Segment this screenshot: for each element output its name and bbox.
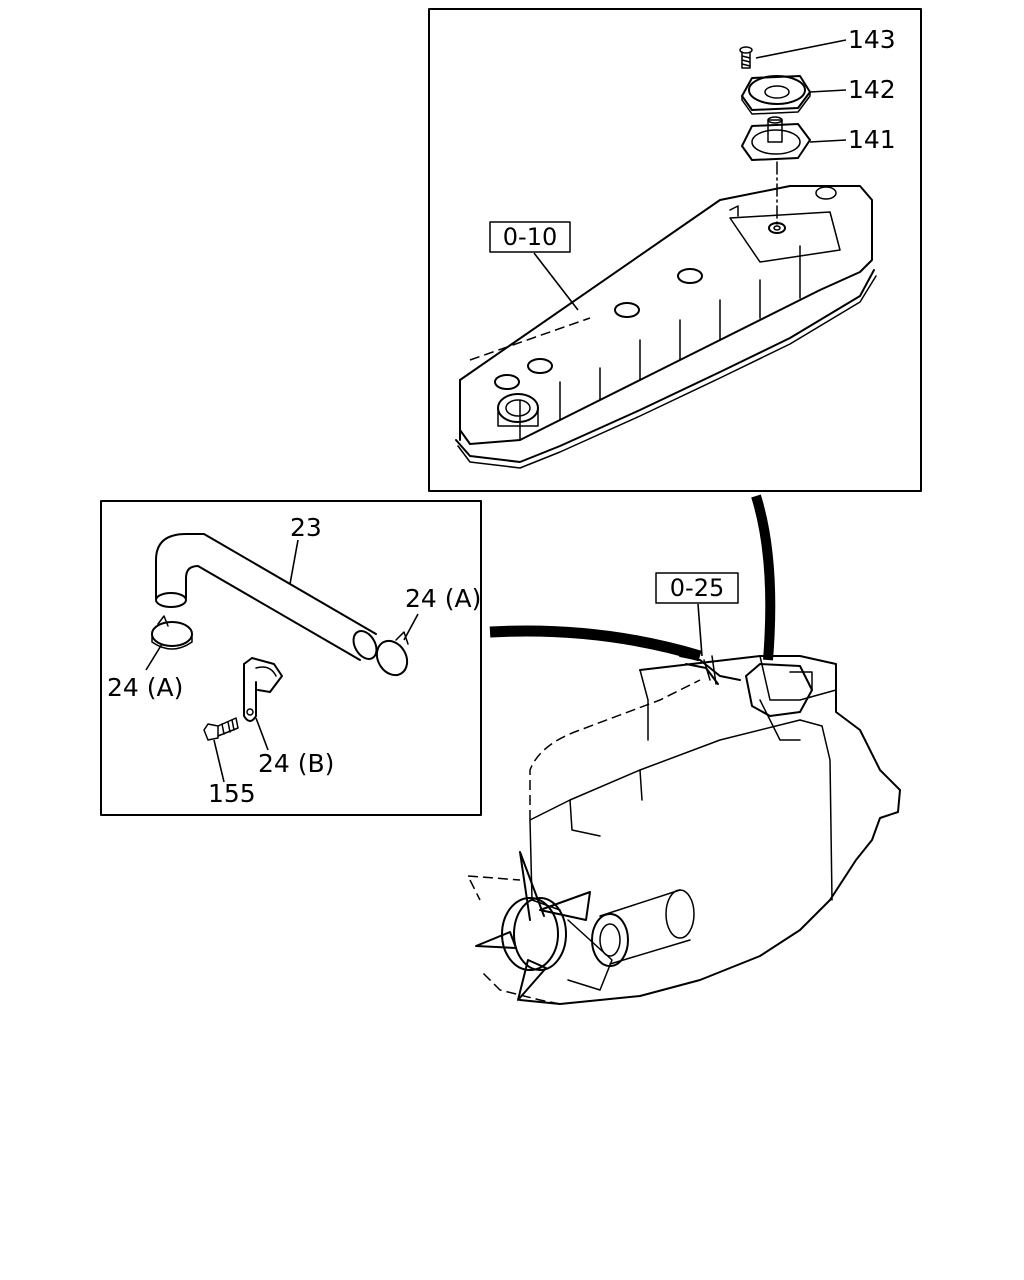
ref-label-engine: 0-25	[670, 574, 724, 602]
ref-box-engine-frame	[655, 572, 739, 604]
head-cover-inset: 0-10 143 142 141	[428, 8, 922, 492]
callout-142: 142	[848, 75, 896, 104]
callout-24a-left: 24 (A)	[107, 673, 183, 702]
bolt-143	[739, 46, 753, 69]
engine-breather	[745, 663, 813, 717]
leader-143	[755, 39, 847, 59]
callout-143: 143	[848, 25, 896, 54]
clamp-24a-left	[151, 615, 193, 650]
head-cover	[455, 185, 877, 469]
leader-155	[213, 739, 225, 783]
indicator-arrow-left	[489, 625, 702, 662]
ref-box-top: 0-10	[489, 221, 571, 253]
hose-inset-frame	[100, 500, 482, 816]
pulley	[591, 889, 695, 967]
callout-141: 141	[848, 125, 896, 154]
callout-155: 155	[208, 779, 256, 808]
leader-142	[809, 89, 847, 93]
engine-assembly: 0-25	[467, 494, 901, 1005]
leader-24a-left	[145, 643, 163, 671]
leader-24a-right	[403, 613, 419, 641]
leader-141	[809, 139, 847, 143]
bracket-24b	[243, 657, 283, 722]
valve-141	[741, 116, 811, 161]
hose-inset: 23 24 (A) 24 (A) 24 (B) 155	[100, 500, 482, 816]
leader-ref-top	[533, 252, 579, 311]
bolt-155	[203, 717, 239, 741]
leader-23	[289, 539, 299, 585]
ref-box-top-frame	[489, 221, 571, 253]
cooling-fan	[475, 851, 613, 1001]
cap-142	[741, 75, 811, 115]
head-cover-inset-frame	[428, 8, 922, 492]
clamp-24a-right	[375, 631, 409, 677]
hose-23	[155, 533, 378, 661]
engine-outline	[519, 655, 901, 1005]
callout-24a-right: 24 (A)	[405, 584, 481, 613]
callout-23: 23	[290, 513, 322, 542]
ghost-line-engine-1	[529, 679, 701, 820]
ghost-line-top	[469, 317, 591, 361]
leader-ref-engine	[697, 603, 703, 657]
leader-24b	[255, 717, 269, 751]
indicator-arrow-top	[751, 494, 776, 661]
callout-24b: 24 (B)	[258, 749, 334, 778]
ref-box-engine: 0-25	[655, 572, 739, 604]
ghost-line-engine-3	[479, 969, 561, 1005]
ghost-line-engine-2	[467, 875, 521, 901]
ref-label-top: 0-10	[503, 223, 557, 251]
